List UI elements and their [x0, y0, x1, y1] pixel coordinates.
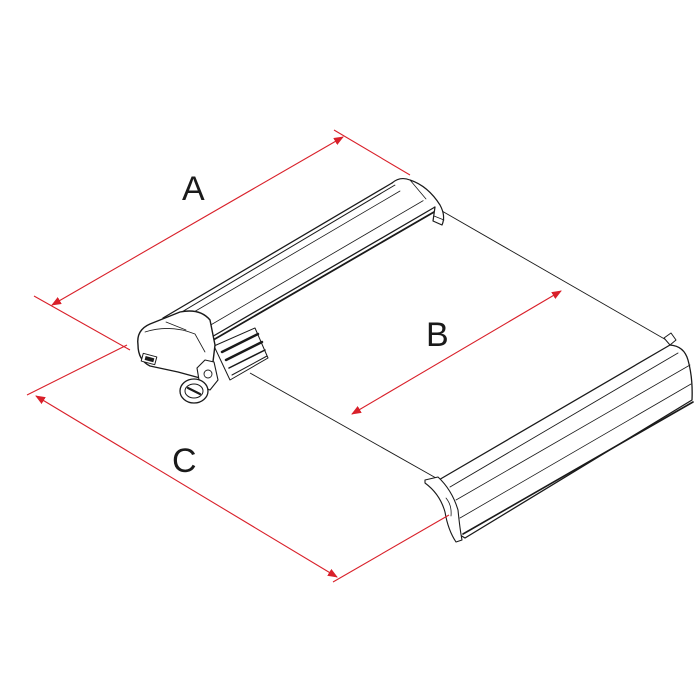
- dimension-c: [26, 344, 450, 583]
- dimension-label-b: B: [426, 316, 449, 354]
- front-lead-rail: [424, 332, 694, 543]
- front-rail-end-cap: [424, 476, 463, 543]
- dimension-label-c: C: [172, 442, 197, 480]
- dimension-b: [351, 290, 562, 415]
- dimension-a: [33, 129, 411, 351]
- dimension-label-a: A: [182, 170, 205, 208]
- dimension-lines: [26, 129, 562, 583]
- left-end-cap: [137, 310, 269, 404]
- crank-eye-icon: [179, 378, 209, 404]
